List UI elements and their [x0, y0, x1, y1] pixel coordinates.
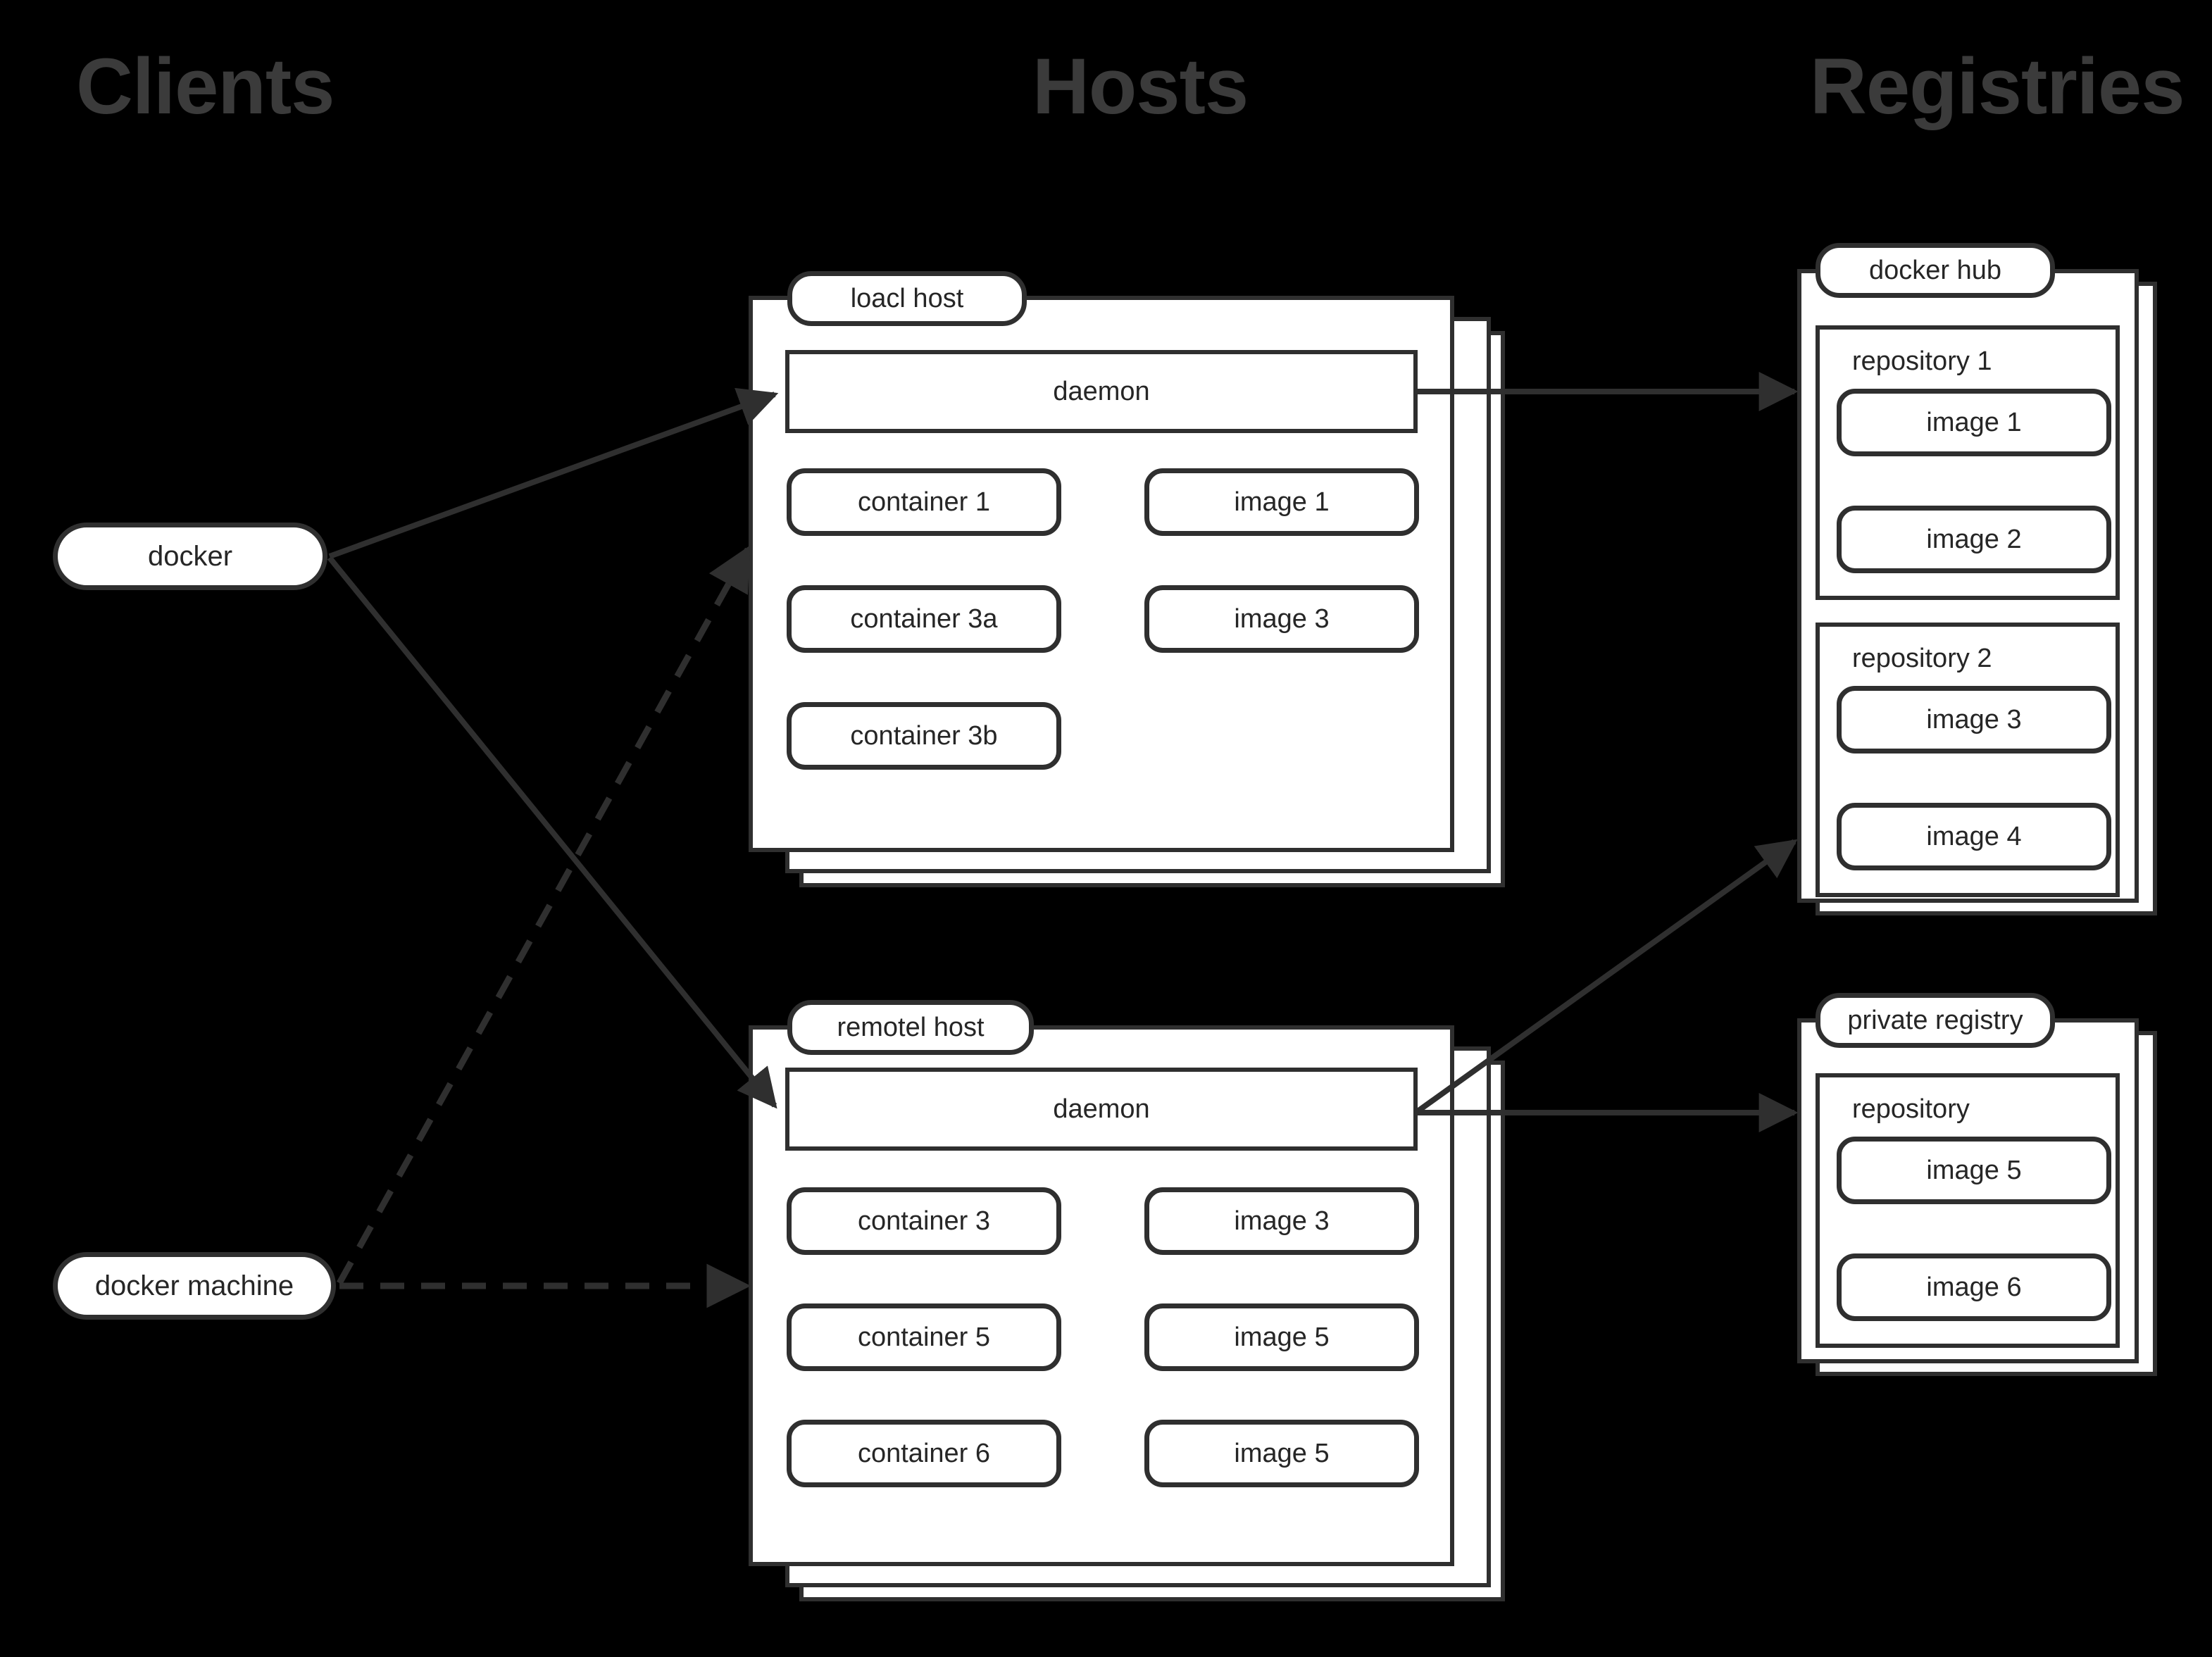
local-host-image-3[interactable]: image 3 [1144, 585, 1419, 653]
docker-hub-repository-2-title: repository 2 [1852, 644, 1992, 673]
private-registry-tab[interactable]: private registry [1816, 993, 2055, 1048]
link-docker-to-remote-daemon [327, 556, 777, 1109]
remote-host-image-5-a[interactable]: image 5 [1144, 1303, 1419, 1371]
client-docker-machine[interactable]: docker machine [53, 1252, 336, 1320]
docker-hub-repo2-image-3[interactable]: image 3 [1837, 686, 2111, 754]
client-docker-machine-label: docker machine [94, 1270, 294, 1301]
remote-host-image-3-label: image 3 [1234, 1206, 1330, 1236]
client-docker-label: docker [147, 540, 233, 572]
link-docker-machine-to-local-host [337, 545, 751, 1285]
local-host-container-1-label: container 1 [857, 487, 990, 517]
docker-hub-repo1-image-2-label: image 2 [1926, 524, 2022, 554]
remote-host-image-3[interactable]: image 3 [1144, 1187, 1419, 1255]
private-registry-label: private registry [1847, 1005, 2023, 1035]
link-docker-to-local-daemon [328, 387, 779, 559]
column-heading-clients: Clients [76, 42, 335, 130]
docker-hub-repo2-image-3-label: image 3 [1926, 704, 2022, 734]
remote-host-image-5-b-label: image 5 [1234, 1438, 1330, 1468]
docker-hub-repo2-image-4-label: image 4 [1926, 821, 2022, 851]
remote-host-container-3[interactable]: container 3 [787, 1187, 1061, 1255]
private-registry-repository-title: repository [1852, 1094, 1970, 1124]
local-host-image-1[interactable]: image 1 [1144, 468, 1419, 536]
private-registry-image-5-label: image 5 [1926, 1155, 2022, 1185]
remote-host-image-5-a-label: image 5 [1234, 1322, 1330, 1352]
remote-host-label: remotel host [837, 1012, 985, 1042]
local-host-daemon-label: daemon [1053, 376, 1150, 406]
private-registry-image-5[interactable]: image 5 [1837, 1137, 2111, 1204]
column-heading-registries: Registries [1810, 42, 2185, 130]
remote-host-container-6-label: container 6 [857, 1438, 990, 1468]
docker-hub-repo1-image-2[interactable]: image 2 [1837, 506, 2111, 573]
remote-host-tab[interactable]: remotel host [787, 1000, 1034, 1055]
docker-hub-label: docker hub [1868, 255, 2001, 285]
docker-hub-tab[interactable]: docker hub [1816, 243, 2055, 298]
local-host-tab[interactable]: loacl host [787, 271, 1027, 326]
column-heading-hosts: Hosts [1032, 42, 1249, 130]
local-host-image-1-label: image 1 [1234, 487, 1330, 517]
docker-hub-repo1-image-1-label: image 1 [1926, 407, 2022, 437]
local-host-daemon[interactable]: daemon [785, 350, 1418, 433]
remote-host-image-5-b[interactable]: image 5 [1144, 1420, 1419, 1487]
remote-host-container-5-label: container 5 [857, 1322, 990, 1352]
local-host-container-3a[interactable]: container 3a [787, 585, 1061, 653]
remote-host-container-5[interactable]: container 5 [787, 1303, 1061, 1371]
private-registry-image-6[interactable]: image 6 [1837, 1253, 2111, 1321]
docker-hub-repo2-image-4[interactable]: image 4 [1837, 803, 2111, 870]
remote-host-container-3-label: container 3 [857, 1206, 990, 1236]
local-host-image-3-label: image 3 [1234, 604, 1330, 634]
docker-hub-repo1-image-1[interactable]: image 1 [1837, 389, 2111, 456]
local-host-container-3b-label: container 3b [850, 720, 998, 751]
remote-host-container-6[interactable]: container 6 [787, 1420, 1061, 1487]
docker-hub-repository-1-title: repository 1 [1852, 346, 1992, 376]
local-host-label: loacl host [850, 283, 964, 313]
remote-host-daemon[interactable]: daemon [785, 1068, 1418, 1151]
remote-host-daemon-label: daemon [1053, 1094, 1150, 1124]
local-host-container-1[interactable]: container 1 [787, 468, 1061, 536]
private-registry-image-6-label: image 6 [1926, 1272, 2022, 1302]
local-host-container-3a-label: container 3a [850, 604, 998, 634]
local-host-container-3b[interactable]: container 3b [787, 702, 1061, 770]
client-docker[interactable]: docker [53, 523, 327, 590]
